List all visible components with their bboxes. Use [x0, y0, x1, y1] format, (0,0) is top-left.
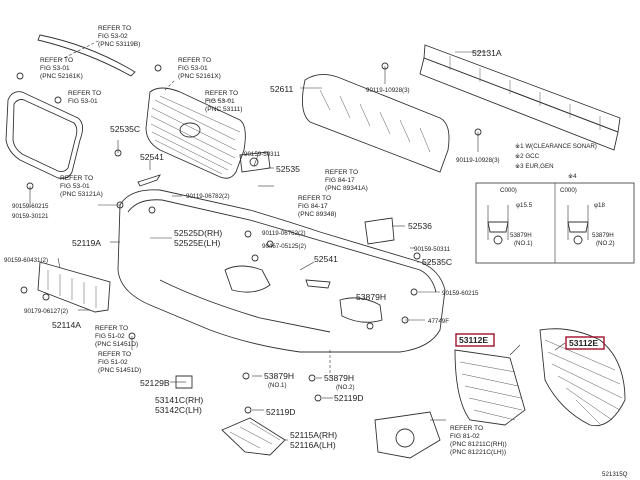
inset-right-title: C000) [560, 187, 577, 194]
part-52525E[interactable]: 52525E(LH) [174, 238, 220, 248]
part-90179-06127[interactable]: 90179-06127(2) [24, 308, 68, 315]
part-52115A[interactable]: 52115A(RH) [290, 430, 337, 440]
part-52131A[interactable]: 52131A [472, 48, 502, 58]
misc-brackets [137, 151, 395, 389]
inset-left-note: (NO.1) [514, 240, 533, 247]
part-90467-05125[interactable]: 90467-05125(2) [262, 243, 306, 250]
part-52525D[interactable]: 52525D(RH) [174, 228, 222, 238]
grille-frame [5, 91, 83, 179]
legend: ※1 W(CLEARANCE SONAR) ※2 GCC ※3 EUR,GEN … [515, 143, 597, 180]
part-53141C[interactable]: 53141C(RH) [155, 395, 203, 405]
bumper-cover [117, 189, 446, 353]
part-52535[interactable]: 52535 [276, 164, 300, 174]
part-52536[interactable]: 52536 [408, 221, 432, 231]
part-52535C-mid[interactable]: 52535C [422, 257, 452, 267]
leader-lines [29, 39, 566, 441]
part-53879H-b-note: (NO.1) [268, 382, 287, 389]
part-52114A[interactable]: 52114A [52, 320, 81, 330]
part-53879H-b[interactable]: 53879H [264, 371, 294, 381]
part-53112E-left[interactable]: 53112E [459, 335, 488, 345]
part-47749F[interactable]: 47749F [428, 318, 449, 325]
part-53879H-c[interactable]: 53879H [324, 373, 354, 383]
part-52129B[interactable]: 52129B [140, 378, 170, 388]
fog-lamp [374, 411, 441, 459]
upper-trim-strip [37, 34, 136, 77]
lower-grille-left [454, 349, 526, 426]
part-52541-mid[interactable]: 52541 [314, 254, 338, 264]
part-90159-30121[interactable]: 90159-30121 [12, 213, 49, 220]
lower-moulding [221, 417, 286, 456]
part-90119-06762[interactable]: 90119-06762(2) [262, 230, 306, 237]
part-52119A[interactable]: 52119A [72, 238, 101, 248]
part-90159-60215-a[interactable]: 90159-60215 [442, 290, 479, 297]
part-52116A[interactable]: 52116A(LH) [290, 440, 336, 450]
part-52119D-b[interactable]: 52119D [334, 393, 363, 403]
part-90119-06782[interactable]: 90119-06782(2) [186, 193, 230, 200]
part-53879H-c-note: (NO.2) [336, 384, 355, 391]
part-52535C-top[interactable]: 52535C [110, 124, 140, 134]
part-labels: 52131A 52611 90119-10928(3) 90119-10928(… [4, 48, 605, 450]
detail-inset: C000) φ15.5 53879H (NO.1) C000) φ18 5387… [475, 182, 635, 264]
highlight-53112E-left [455, 333, 495, 347]
legend-star-4: ※4 [568, 173, 577, 180]
side-bracket-left [37, 261, 111, 313]
legend-line-2: ※2 GCC [515, 153, 540, 160]
part-52541[interactable]: 52541 [140, 152, 164, 162]
part-52119D[interactable]: 52119D [266, 407, 295, 417]
legend-line-3: ※3 EUR,GEN [515, 163, 554, 170]
part-90159-60431[interactable]: 90159-60431(2) [4, 257, 48, 264]
inset-right-note: (NO.2) [596, 240, 615, 247]
part-53142C[interactable]: 53142C(LH) [155, 405, 202, 415]
inset-left-title: C000) [500, 187, 517, 194]
energy-absorber [301, 74, 450, 173]
part-90119-10928-b[interactable]: 90119-10928(3) [456, 157, 500, 164]
part-53879H-a[interactable]: 53879H [356, 292, 386, 302]
part-90159-60215-b[interactable]: 90159-60215 [12, 203, 49, 210]
highlight-53112E-right [565, 336, 605, 350]
inset-left-part: 53879H [510, 232, 532, 239]
part-90159-50311-b[interactable]: 90159-50311 [414, 246, 451, 253]
inset-right-dim: φ18 [594, 202, 605, 209]
inset-right-part: 53879H [592, 232, 614, 239]
inset-left-dim: φ15.5 [516, 202, 533, 209]
diagram-id: 521315Q [602, 471, 628, 478]
radiator-grille [145, 87, 246, 179]
part-90119-10928-a[interactable]: 90119-10928(3) [366, 87, 410, 94]
legend-line-1: ※1 W(CLEARANCE SONAR) [515, 143, 597, 150]
part-90159-50311-a[interactable]: 90159-50311 [244, 151, 281, 158]
fasteners [16, 62, 482, 414]
part-52611[interactable]: 52611 [270, 84, 293, 94]
bumper-reinforcement [419, 44, 621, 151]
lower-grille-right [539, 328, 626, 427]
part-53112E-right[interactable]: 53112E [569, 338, 598, 348]
